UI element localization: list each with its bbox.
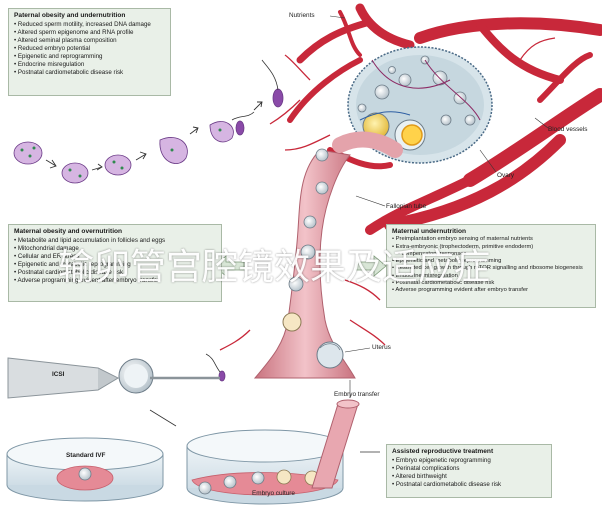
maternal-undernutrition-box: Maternal undernutrition Preimplantation … xyxy=(386,224,596,308)
maternal-undernutrition-item: compensatory responses xyxy=(392,251,590,258)
paternal-title: Paternal obesity and undernutrition xyxy=(14,12,126,19)
paternal-item: Reduced sperm motility, increased DNA da… xyxy=(14,21,165,29)
uterus-label: Uterus xyxy=(372,344,391,351)
maternal-overnutrition-item: Postnatal cardiometabolic disease risk xyxy=(14,269,216,277)
sperm-organelles xyxy=(20,128,222,178)
embryo-transfer-tube xyxy=(311,380,360,489)
standard-ivf-label: Standard IVF xyxy=(66,452,106,459)
icsi-label: ICSI xyxy=(52,371,65,378)
maternal-overnutrition-item: Cellular and ER stress xyxy=(14,253,216,261)
maternal-overnutrition-item: Adverse programming evident after embryo… xyxy=(14,277,216,285)
icsi-apparatus xyxy=(7,357,220,399)
paternal-item: Postnatal cardiometabolic disease risk xyxy=(14,69,165,77)
ovary xyxy=(347,46,493,164)
small-vessels xyxy=(219,37,556,351)
watermark: 输卵管宫腔镜效果及适应症 xyxy=(58,247,491,288)
paternal-item: Altered sperm epigenome and RNA profile xyxy=(14,29,165,37)
maternal-undernutrition-title: Maternal undernutrition xyxy=(392,228,466,235)
maternal-undernutrition-item: Postnatal cardiometabolic disease risk xyxy=(392,280,590,287)
maternal-undernutrition-item: Epigenetic and metabolic reprogramming xyxy=(392,258,590,265)
paternal-box: Paternal obesity and undernutrition Redu… xyxy=(8,8,171,96)
blood-vessels-label: Blood vessels xyxy=(548,126,588,133)
art-box: Assisted reproductive treatment Embryo e… xyxy=(386,444,552,498)
leader-lines xyxy=(329,15,549,353)
paternal-item: Endocrine misregulation xyxy=(14,61,165,69)
maternal-overnutrition-item: Epigenetic and metabolic reprogramming xyxy=(14,261,216,269)
art-title: Assisted reproductive treatment xyxy=(392,448,494,455)
art-item: Embryo epigenetic reprogramming xyxy=(392,457,546,465)
nutrients-label: Nutrients xyxy=(289,12,315,19)
ovary-label: Ovary xyxy=(497,172,515,179)
maternal-undernutrition-item: Preimplantation embryo sensing of matern… xyxy=(392,236,590,243)
paternal-item: Epigenetic and reprogramming xyxy=(14,53,165,61)
art-item: Postnatal cardiometabolic disease risk xyxy=(392,481,546,489)
sperm-icon xyxy=(13,88,284,382)
embryo-transfer-label: Embryo transfer xyxy=(334,391,380,398)
art-item: Altered birthweight xyxy=(392,473,546,481)
reproductive-tract xyxy=(253,131,403,379)
maternal-undernutrition-item: Extra-embryonic (trophectoderm, primitiv… xyxy=(392,244,590,251)
maternal-overnutrition-item: Mitochondrial damage xyxy=(14,245,216,253)
maternal-overnutrition-title: Maternal obesity and overnutrition xyxy=(14,228,123,235)
maternal-undernutrition-item: Adverse programming evident after embryo… xyxy=(392,287,590,294)
paternal-item: Altered seminal plasma composition xyxy=(14,37,165,45)
embryo-culture-label: Embryo culture xyxy=(252,490,295,497)
maternal-undernutrition-item: Endocrine misregulation xyxy=(392,273,590,280)
maternal-overnutrition-box: Maternal obesity and overnutrition Metab… xyxy=(8,224,222,302)
paternal-item: Reduced embryo potential xyxy=(14,45,165,53)
embryo-icon xyxy=(282,148,344,369)
fallopian-tube-label: Fallopian tube xyxy=(386,203,427,210)
maternal-overnutrition-item: Metabolite and lipid accumulation in fol… xyxy=(14,237,216,245)
art-item: Perinatal complications xyxy=(392,465,546,473)
maternal-undernutrition-item: Restricted cell growth through mTOR sign… xyxy=(392,265,590,272)
blood-vessels xyxy=(287,3,602,235)
sperm-tails xyxy=(205,59,279,373)
arrow-icon xyxy=(45,101,263,171)
